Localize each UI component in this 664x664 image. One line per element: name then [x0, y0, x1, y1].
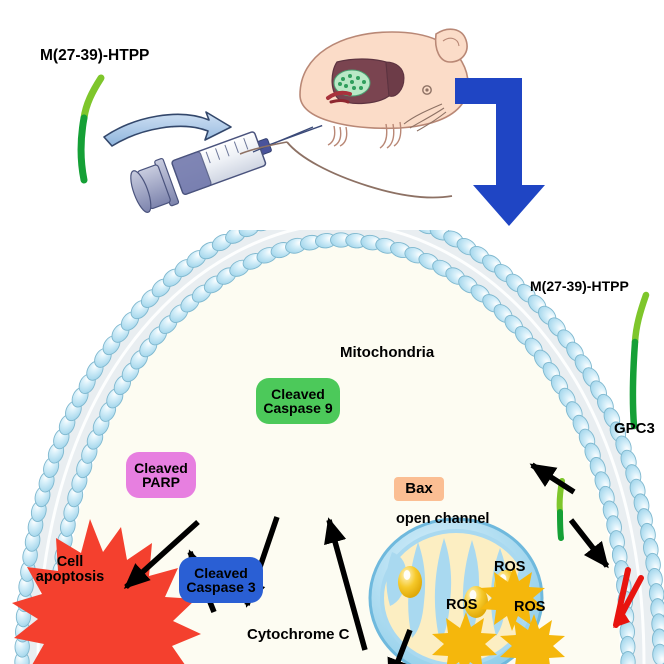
arrow-peptide-to-ros: [568, 518, 610, 569]
arrow-cytc-to-caspase9: [324, 517, 368, 651]
node-apoptosis: Cell apoptosis: [27, 547, 113, 593]
peptide-strand-internal: [556, 478, 565, 541]
peptide-strand-right: [629, 291, 650, 430]
injection-arrow: [103, 111, 232, 147]
mitochondria-label: Mitochondria: [340, 344, 435, 361]
gpc3-label: GPC3: [614, 420, 655, 437]
caspase9-line2: Caspase 9: [263, 400, 333, 416]
blue-process-arrow: [455, 78, 545, 226]
open-channel-label: open channel: [396, 511, 490, 527]
caspase3-line1: Cleaved: [194, 564, 248, 581]
gpc3-receptor: [613, 567, 644, 628]
caspase3-line2: Caspase 3: [186, 579, 256, 595]
top-panel: [77, 28, 545, 226]
arrow-bax-to-cytc: [387, 629, 413, 664]
cell-panel: [12, 230, 664, 664]
ros-label-1: ROS: [494, 559, 526, 575]
needle-line: [252, 126, 314, 153]
phospholipid-head: [415, 230, 437, 235]
node-caspase9: Cleaved Caspase 9: [256, 378, 340, 424]
arrow-parp-to-apoptosis: [123, 519, 200, 590]
cell-apoptosis-burst: [12, 519, 201, 664]
bax-text: Bax: [405, 480, 433, 498]
bax-label: Bax: [394, 477, 444, 501]
node-caspase3: Cleaved Caspase 3: [179, 557, 263, 603]
phospholipid-head: [620, 651, 636, 664]
ros-bursts: [432, 566, 565, 664]
caspase9-line1: Cleaved: [271, 385, 325, 402]
arrow-peptide-to-mitochondria: [529, 462, 576, 495]
peptide-label-right: M(27-39)-HTPP: [530, 278, 629, 294]
ros-label-2: ROS: [446, 597, 478, 613]
apoptosis-line2: apoptosis: [35, 569, 105, 585]
node-parp: Cleaved PARP: [126, 452, 196, 498]
parp-line1: Cleaved: [134, 459, 188, 476]
phospholipid-head: [238, 230, 260, 238]
mouse-illustration: [239, 28, 469, 199]
cytochrome-c-label: Cytochrome C: [247, 626, 350, 643]
peptide-label-top: M(27-39)-HTPP: [40, 47, 150, 64]
apoptosis-line1: Cell: [56, 554, 84, 571]
parp-line2: PARP: [142, 474, 180, 490]
peptide-strand: [77, 74, 105, 184]
ros-label-3: ROS: [514, 599, 546, 615]
